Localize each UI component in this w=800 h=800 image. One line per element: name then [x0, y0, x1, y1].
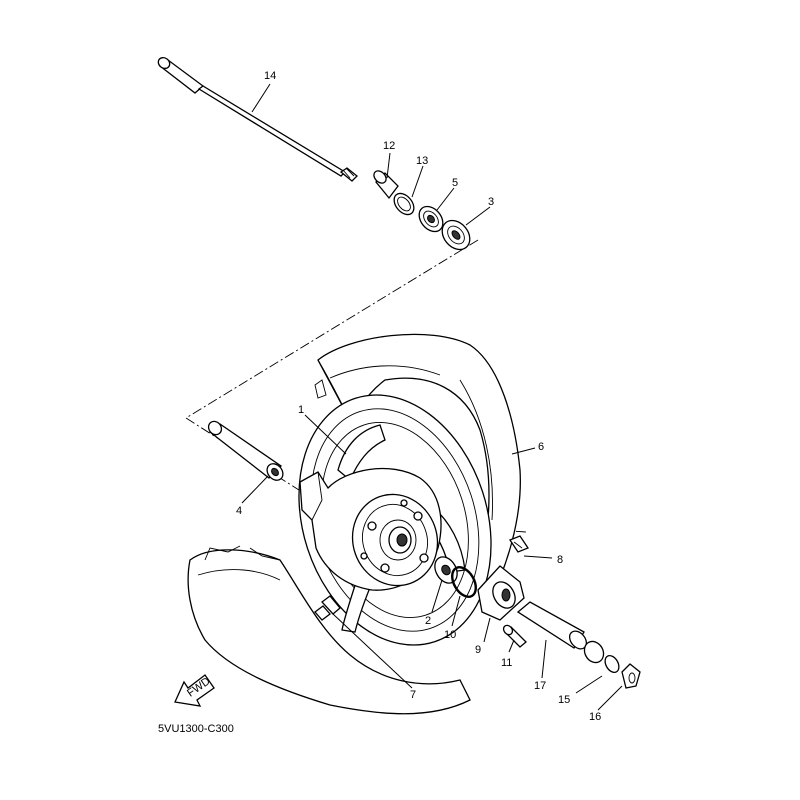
callout-15: 15 [558, 694, 570, 706]
leader-lines [241, 83, 623, 711]
tire-front-half [187, 545, 471, 715]
bearing-part-3[interactable] [437, 215, 476, 255]
axle-part-14[interactable] [156, 55, 358, 182]
nut-part-16[interactable] [621, 663, 641, 689]
o-ring-part-10[interactable] [447, 563, 480, 601]
wheel-part-1[interactable] [268, 370, 522, 670]
bearing-part-2[interactable] [430, 553, 461, 587]
diagram-code: 5VU1300-C300 [158, 723, 234, 735]
callout-11: 11 [501, 657, 512, 669]
callout-2: 2 [425, 615, 431, 627]
clutch-hub-part-9[interactable] [477, 565, 525, 621]
collar-part-17[interactable] [516, 601, 590, 652]
callout-labels: 14 12 13 5 3 1 6 4 8 2 10 9 11 7 17 15 1… [236, 70, 601, 723]
callout-16: 16 [589, 711, 601, 723]
callout-14: 14 [264, 70, 276, 82]
washer-part-15[interactable] [581, 638, 622, 675]
callout-10: 10 [444, 629, 456, 641]
bearing-part-5[interactable] [414, 202, 447, 236]
callout-8: 8 [557, 554, 563, 566]
clip-part-8[interactable] [509, 535, 529, 553]
collar-part-12[interactable] [372, 169, 399, 200]
bolt-part-11[interactable] [502, 624, 527, 648]
valve-part-7[interactable] [314, 595, 341, 621]
callout-4: 4 [236, 505, 242, 517]
callout-1: 1 [298, 404, 304, 416]
callout-13: 13 [416, 155, 428, 167]
spacer-part-4[interactable] [206, 419, 286, 484]
fwd-arrow-icon: FWD [174, 674, 215, 707]
callout-9: 9 [475, 644, 481, 656]
callout-3: 3 [488, 196, 494, 208]
callout-7: 7 [410, 689, 416, 701]
oil-seal-part-13[interactable] [390, 190, 418, 219]
callout-12: 12 [383, 140, 395, 152]
callout-5: 5 [452, 177, 458, 189]
callout-6: 6 [538, 441, 544, 453]
callout-17: 17 [534, 680, 546, 692]
